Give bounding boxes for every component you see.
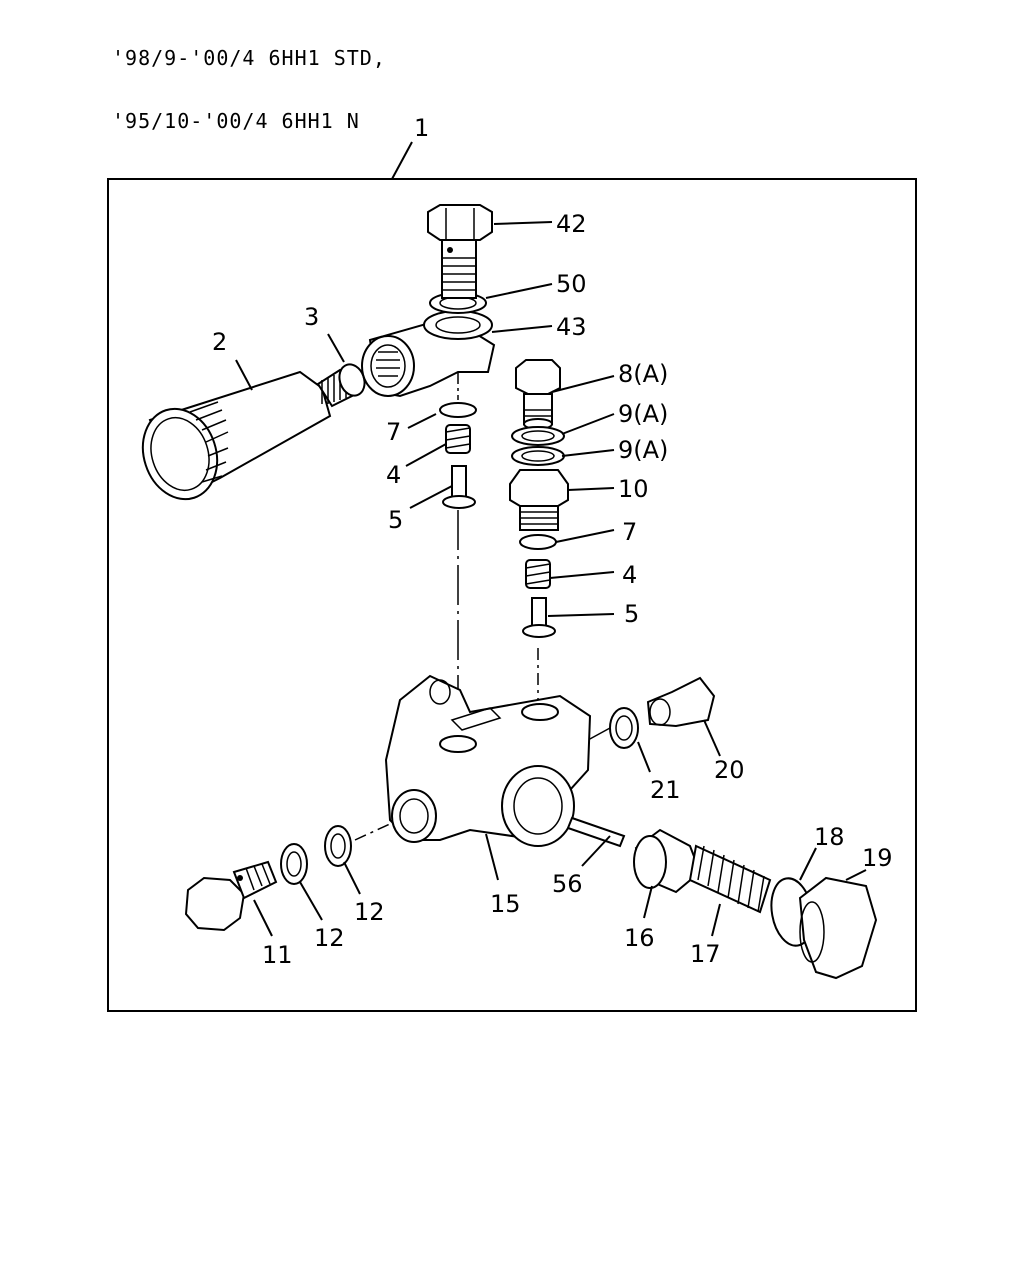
valve-part-5-right	[522, 597, 556, 638]
valve-part-5-left	[442, 465, 476, 509]
callout-12-upper: 12	[354, 898, 385, 926]
callout-8: 8(A)	[618, 360, 668, 388]
model-header: '98/9-'00/4 6HH1 STD, '95/10-'00/4 6HH1 …	[112, 6, 386, 153]
eye-housing-part	[361, 310, 496, 398]
callout-4-left: 4	[386, 461, 401, 489]
oring-part-7-right	[519, 534, 557, 550]
callout-19: 19	[862, 844, 893, 872]
callout-17: 17	[690, 940, 721, 968]
filter-cup-part	[141, 368, 353, 501]
callout-7-right: 7	[622, 518, 637, 546]
oring-part-7-left	[439, 402, 477, 418]
callout-3: 3	[304, 303, 319, 331]
valve-bolt-part-8	[515, 359, 561, 430]
callout-1: 1	[414, 114, 429, 142]
callout-15: 15	[490, 890, 521, 918]
eye-bolt-part	[427, 204, 493, 299]
callout-43: 43	[556, 313, 587, 341]
callout-56: 56	[552, 870, 583, 898]
callout-18: 18	[814, 823, 845, 851]
model-line-1: '98/9-'00/4 6HH1 STD,	[112, 46, 386, 70]
pump-body-part	[384, 674, 592, 847]
fitting-part-10	[509, 469, 569, 531]
model-line-2: '95/10-'00/4 6HH1 N	[112, 109, 360, 133]
callout-4-right: 4	[622, 561, 637, 589]
callout-10: 10	[618, 475, 649, 503]
assembly-frame	[107, 178, 917, 1012]
callout-42: 42	[556, 210, 587, 238]
callout-12-lower: 12	[314, 924, 345, 952]
callout-5-left: 5	[388, 506, 403, 534]
spring-part-4-left	[445, 424, 471, 454]
washer-part-12a	[280, 843, 308, 885]
callout-5-right: 5	[624, 600, 639, 628]
callout-9b: 9(A)	[618, 436, 668, 464]
washer-part-9a	[511, 426, 565, 446]
piston-part-16	[633, 828, 702, 894]
callout-50: 50	[556, 270, 587, 298]
callout-11: 11	[262, 941, 293, 969]
pin-part-56	[566, 816, 626, 848]
callout-20: 20	[714, 756, 745, 784]
washer-part-12b	[324, 825, 352, 867]
spring-part-17	[688, 844, 772, 914]
washer-part-9b	[511, 446, 565, 466]
callout-21: 21	[650, 776, 681, 804]
plug-part-20	[646, 676, 716, 728]
cap-part-19	[798, 876, 878, 980]
callout-16: 16	[624, 924, 655, 952]
spring-part-4-right	[525, 559, 551, 589]
callout-2: 2	[212, 328, 227, 356]
callout-9a: 9(A)	[618, 400, 668, 428]
callout-7-left: 7	[386, 418, 401, 446]
banjo-bolt-part-11	[184, 860, 278, 932]
washer-part-21	[609, 707, 639, 749]
